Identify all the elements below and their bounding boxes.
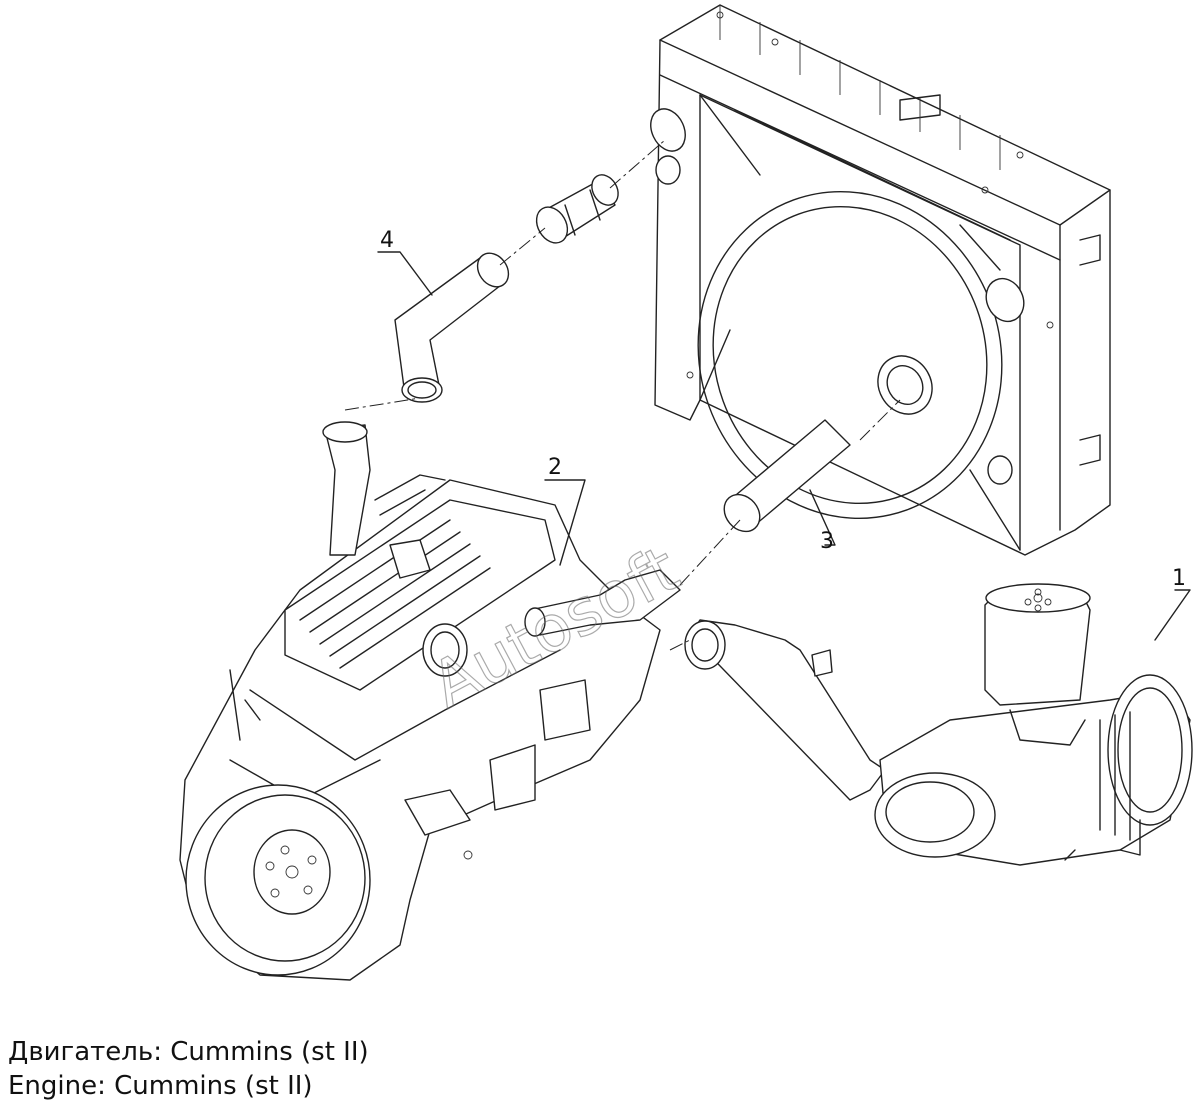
caption-line-ru: Двигатель: Cummins (st II)	[8, 1037, 369, 1067]
upper-hose-clamp	[535, 174, 619, 244]
callout-2: 2	[548, 455, 562, 480]
exploded-parts-diagram: 1 2 3 4 Autosoft	[179, 4, 1193, 981]
radiator-assembly	[650, 4, 1111, 556]
callout-1: 1	[1172, 566, 1186, 591]
callout-4: 4	[380, 228, 394, 253]
callout-3: 3	[820, 529, 834, 554]
part-3-hose	[723, 355, 933, 533]
part-1-air-cleaner	[684, 583, 1193, 866]
engine-cummins	[179, 421, 681, 981]
callout-leaders	[377, 251, 1191, 641]
engine-caption: Двигатель: Cummins (st II) Engine: Cummi…	[8, 1035, 369, 1103]
caption-line-en: Engine: Cummins (st II)	[8, 1071, 313, 1101]
part-4-bent-hose	[394, 252, 510, 403]
assembly-center-lines	[344, 139, 901, 651]
